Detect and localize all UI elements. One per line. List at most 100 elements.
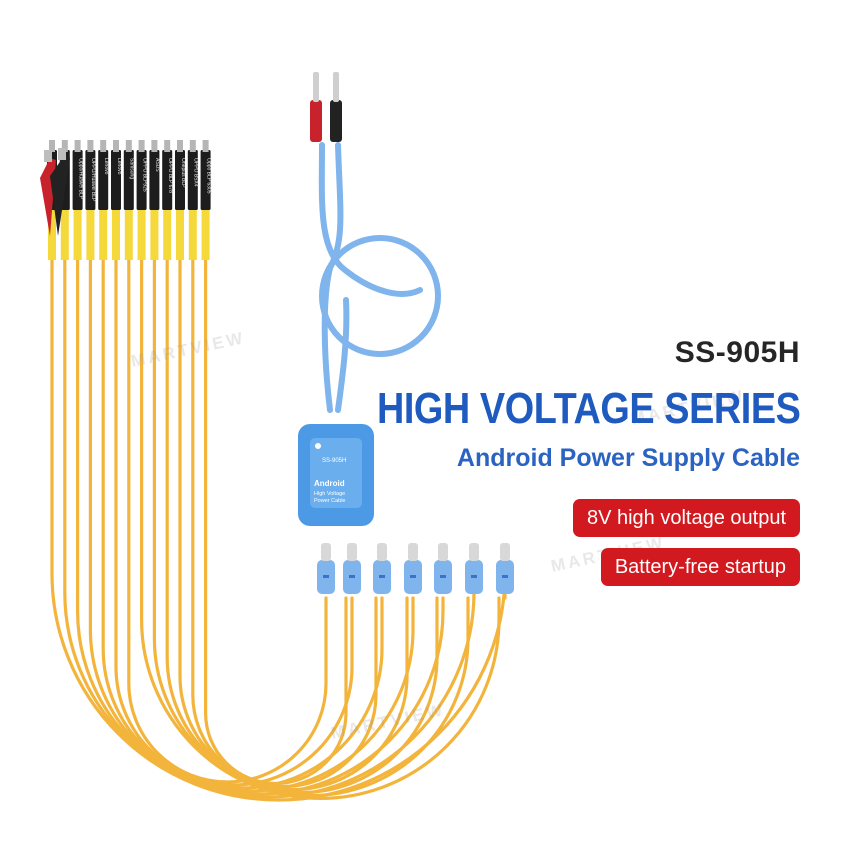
series-title: HIGH VOLTAGE SERIES bbox=[376, 384, 800, 433]
usb-c-plug-stripe bbox=[410, 575, 416, 578]
connector-head bbox=[149, 150, 160, 210]
connector-yellow-sleeve bbox=[176, 190, 184, 260]
orange-cable bbox=[178, 258, 409, 792]
red-banana-plug bbox=[310, 100, 322, 142]
usb-c-plug-stripe bbox=[349, 575, 355, 578]
orange-cable bbox=[63, 258, 476, 799]
connector-head bbox=[72, 150, 83, 210]
connector-head bbox=[85, 150, 96, 210]
connector-yellow-sleeve bbox=[124, 190, 133, 260]
orange-cable bbox=[50, 258, 507, 802]
connector-label: Oppo/Huawei BLP bbox=[77, 158, 83, 200]
usb-c-plug-tip bbox=[377, 543, 387, 561]
usb-c-plug-tip bbox=[347, 543, 357, 561]
clip-jaw bbox=[58, 148, 66, 160]
blue-cable-coil bbox=[319, 235, 441, 357]
clip-jaw bbox=[44, 150, 52, 162]
connector-yellow-sleeve bbox=[60, 190, 69, 260]
connector-label: OPPO BLP 678 bbox=[167, 158, 173, 193]
orange-cable bbox=[165, 258, 439, 795]
connector-head bbox=[111, 150, 121, 210]
product-subtitle: Android Power Supply Cable bbox=[456, 444, 800, 472]
black-banana-plug-tip bbox=[333, 72, 339, 102]
orange-cable bbox=[152, 258, 470, 798]
usb-c-plug-tip bbox=[469, 543, 479, 561]
connector-head bbox=[136, 150, 147, 210]
connector-label: OPPO/Huawei BLP bbox=[90, 158, 96, 202]
red-banana-plug-tip bbox=[313, 72, 319, 102]
orange-cable bbox=[101, 258, 384, 790]
connector-pin bbox=[177, 140, 183, 152]
module-model: SS-905H bbox=[322, 458, 346, 464]
connector-label: Samsung bbox=[129, 158, 135, 179]
connector-head bbox=[187, 150, 198, 210]
connector-pin bbox=[189, 140, 196, 152]
connector-label: ASUS bbox=[154, 158, 160, 172]
connector-pin bbox=[151, 140, 158, 152]
connector-head bbox=[98, 150, 109, 210]
usb-c-plug-tip bbox=[408, 543, 418, 561]
connector-pin bbox=[61, 140, 68, 152]
connector-pin bbox=[125, 140, 132, 152]
connector-yellow-sleeve bbox=[86, 190, 95, 260]
usb-c-plug-stripe bbox=[471, 575, 477, 578]
orange-cable bbox=[191, 258, 378, 789]
connector-head bbox=[123, 150, 134, 210]
module-logo-icon bbox=[315, 443, 321, 449]
connector-pin bbox=[138, 140, 145, 152]
usb-c-plug-stripe bbox=[323, 575, 329, 578]
connector-pin bbox=[164, 140, 171, 152]
black-banana-plug bbox=[330, 100, 342, 142]
connector-pin bbox=[202, 140, 209, 152]
connector-yellow-sleeve bbox=[150, 190, 159, 260]
connector-yellow-sleeve bbox=[48, 190, 56, 260]
blue-cable-drop bbox=[321, 265, 333, 413]
connector-label: OPPO BLP925 bbox=[141, 158, 147, 192]
usb-c-plug-stripe bbox=[502, 575, 508, 578]
usb-c-plug-tip bbox=[500, 543, 510, 561]
connector-yellow-sleeve bbox=[163, 190, 172, 260]
feature-badge-startup: Battery-free startup bbox=[600, 548, 800, 586]
orange-cable bbox=[114, 258, 354, 787]
module-line: Power Cable bbox=[314, 498, 346, 504]
black-alligator-clip bbox=[50, 156, 70, 236]
module-face bbox=[310, 438, 362, 508]
product-model: SS-905H bbox=[674, 336, 800, 369]
alligator-clips bbox=[40, 148, 70, 236]
blue-cable-loop bbox=[318, 142, 423, 297]
module-label: Android bbox=[314, 479, 345, 488]
connector-pin bbox=[113, 140, 119, 152]
connector-pin bbox=[74, 140, 81, 152]
connector-head bbox=[200, 150, 211, 210]
connector-head bbox=[175, 150, 185, 210]
connector-yellow-sleeve bbox=[99, 190, 108, 260]
connector-label: OPPO BSX4 bbox=[193, 158, 199, 187]
connector-yellow-sleeve bbox=[73, 190, 82, 260]
connector-pin bbox=[49, 140, 55, 152]
orange-cable bbox=[127, 258, 328, 784]
blue-lead-cable bbox=[310, 72, 441, 413]
blue-cable-drop bbox=[335, 297, 350, 413]
usb-c-connector-row bbox=[317, 543, 514, 594]
connector-pin bbox=[87, 140, 94, 152]
orange-cable bbox=[76, 258, 445, 796]
orange-cable bbox=[204, 258, 348, 786]
orange-cable bbox=[88, 258, 415, 793]
usb-c-plug-tip bbox=[321, 543, 331, 561]
usb-c-plug-stripe bbox=[440, 575, 446, 578]
usb-c-plug-stripe bbox=[379, 575, 385, 578]
connector-label: Lenovo bbox=[116, 158, 122, 175]
connector-label: Oneplus BLP bbox=[180, 158, 186, 188]
orange-cable-bundle bbox=[50, 258, 507, 802]
feature-badge-voltage: 8V high voltage output bbox=[572, 499, 800, 537]
orange-cable bbox=[140, 258, 501, 801]
connector-label: Oppo BLP 6305 bbox=[205, 158, 211, 194]
connector-pin bbox=[100, 140, 107, 152]
phone-connector-row: Oppo/Huawei BLP OPPO/Huawei BLP Lenovo Leno… bbox=[47, 140, 211, 260]
usb-c-plug-tip bbox=[438, 543, 448, 561]
module-line: High Voltage bbox=[314, 491, 345, 497]
connector-label: Lenovo bbox=[103, 158, 109, 175]
connector-yellow-sleeve bbox=[201, 190, 210, 260]
connector-yellow-sleeve bbox=[112, 190, 120, 260]
